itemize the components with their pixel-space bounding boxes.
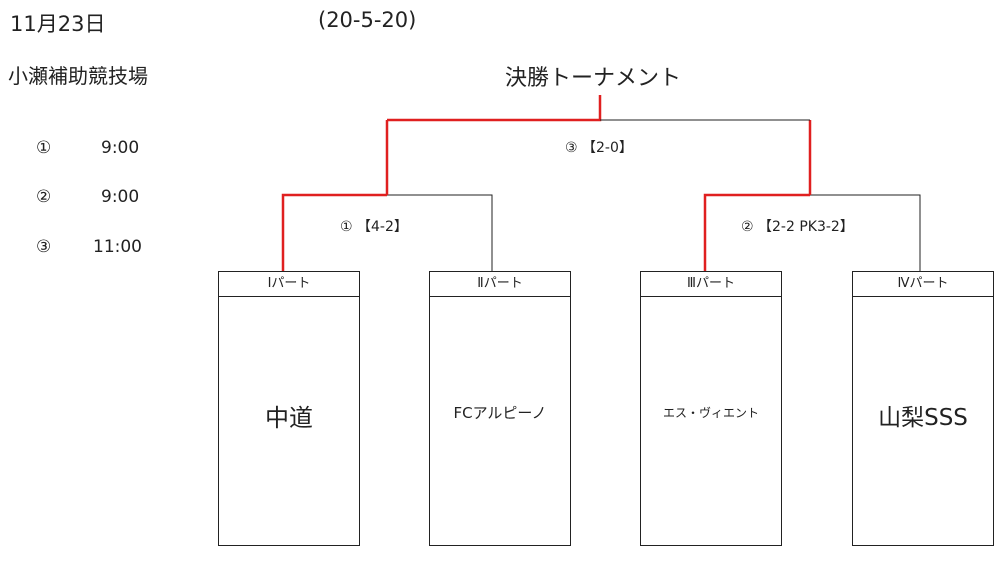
match1-result: ① 【4-2】 (340, 219, 408, 235)
schedule-number: ② (36, 187, 52, 207)
bracket-line-final-left (387, 95, 602, 122)
schedule-number: ③ (36, 237, 52, 257)
match2-result: ② 【2-2 PK3-2】 (741, 219, 854, 235)
part-box: Ⅰパート 中道 (218, 271, 360, 546)
part-label: Ⅰパート (219, 272, 359, 297)
schedule-number: ① (36, 138, 52, 158)
team-name: 山梨SSS (878, 405, 968, 431)
schedule-time: 11:00 (93, 237, 142, 257)
date-label: 11月23日 (10, 12, 106, 36)
bracket-line-part2 (387, 194, 493, 271)
final-result: ③ 【2-0】 (565, 140, 633, 156)
team-name: 中道 (265, 404, 313, 432)
part-label: Ⅲパート (641, 272, 781, 297)
tournament-title: 決勝トーナメント (505, 66, 682, 91)
part-box: Ⅳパート 山梨SSS (852, 271, 994, 546)
bracket-line-part3 (703, 193, 810, 271)
bracket-line-part4 (810, 194, 921, 271)
part-label: Ⅱパート (430, 272, 570, 297)
schedule-time: 9:00 (101, 138, 140, 158)
team-name: エス・ヴィエント (662, 406, 759, 420)
part-box: Ⅱパート FCアルピーノ (429, 271, 571, 546)
match-format-label: (20-5-20) (318, 8, 417, 32)
team-name: FCアルピーノ (453, 404, 547, 422)
schedule-time: 9:00 (101, 187, 140, 207)
venue-label: 小瀬補助競技場 (8, 64, 148, 88)
part-label: Ⅳパート (853, 272, 993, 297)
part-box: Ⅲパート エス・ヴィエント (640, 271, 782, 546)
bracket-line-part1 (281, 193, 387, 271)
